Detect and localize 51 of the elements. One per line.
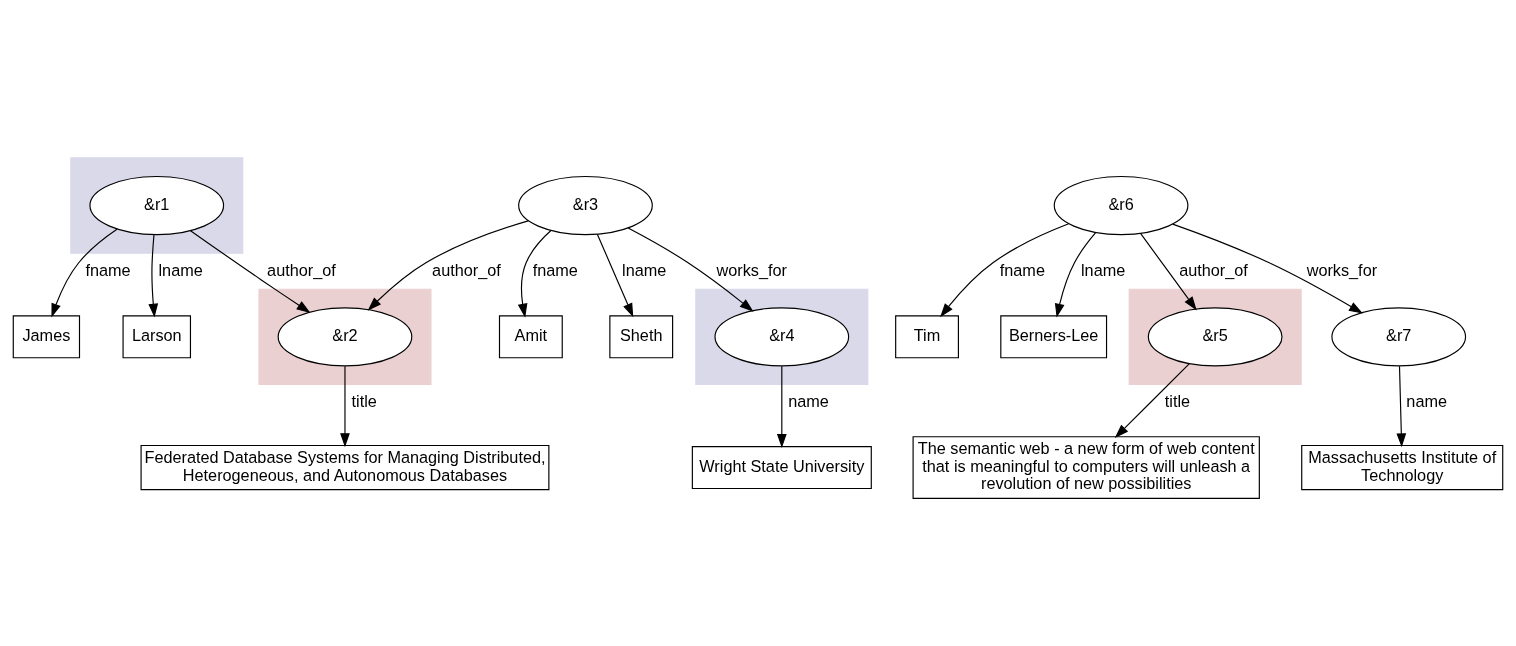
edge-label: lname bbox=[622, 260, 667, 279]
edge-label: fname bbox=[85, 260, 131, 279]
arrow bbox=[1396, 365, 1407, 447]
edge-label: author_of bbox=[267, 260, 336, 279]
arrow bbox=[148, 234, 159, 318]
node-box: Tim bbox=[895, 314, 959, 358]
cluster bbox=[1128, 288, 1302, 385]
edge-label: lname bbox=[1080, 260, 1126, 279]
edge-label: works_for bbox=[1306, 260, 1378, 279]
node-ellipse: &r1 bbox=[89, 175, 225, 235]
arrow bbox=[627, 226, 754, 312]
node-box: Sheth bbox=[609, 314, 674, 358]
edge-label: title bbox=[351, 391, 377, 410]
node-box: Larson bbox=[122, 314, 192, 358]
arrow bbox=[940, 222, 1070, 317]
arrow bbox=[189, 229, 311, 313]
node-ellipse: &r7 bbox=[1331, 306, 1467, 366]
arrow bbox=[1172, 223, 1363, 314]
arrow bbox=[776, 365, 787, 448]
cluster bbox=[70, 156, 244, 254]
arrow bbox=[517, 229, 552, 318]
edge-label: author_of bbox=[432, 260, 501, 279]
arrow bbox=[1140, 232, 1197, 310]
edge-label: title bbox=[1164, 391, 1191, 410]
node-ellipse: &r2 bbox=[277, 306, 413, 366]
node-ellipse: &r5 bbox=[1147, 306, 1283, 366]
edge-label: name bbox=[1406, 391, 1448, 410]
edge-label: fname bbox=[532, 260, 578, 279]
edge-label: author_of bbox=[1179, 260, 1248, 279]
edge-label: fname bbox=[999, 260, 1045, 279]
node-box: Massachusetts Institute of Technology bbox=[1301, 444, 1504, 490]
cluster bbox=[695, 288, 869, 385]
node-box: Wright State University bbox=[691, 445, 872, 489]
edge-label: lname bbox=[158, 260, 203, 279]
arrow bbox=[596, 233, 634, 317]
cluster bbox=[258, 288, 432, 385]
node-box: The semantic web - a new form of web content that is meaningful to computers will unleash a revolution of new possibilities bbox=[912, 435, 1260, 499]
edge-label: works_for bbox=[716, 260, 787, 279]
node-box: Federated Database Systems for Managing Distributed, Heterogeneous, and Autonomous Databases bbox=[140, 444, 550, 490]
arrow bbox=[367, 219, 529, 311]
node-ellipse: &r6 bbox=[1053, 175, 1189, 235]
node-box: James bbox=[12, 314, 81, 358]
arrow bbox=[340, 365, 350, 447]
node-box: Berners-Lee bbox=[1000, 314, 1108, 358]
arrow bbox=[1114, 362, 1190, 438]
edge-label: name bbox=[788, 391, 829, 410]
node-ellipse: &r4 bbox=[714, 306, 850, 366]
arrow bbox=[1054, 231, 1097, 318]
node-ellipse: &r3 bbox=[518, 175, 653, 235]
node-box: Amit bbox=[498, 314, 563, 358]
arrow bbox=[51, 228, 118, 317]
